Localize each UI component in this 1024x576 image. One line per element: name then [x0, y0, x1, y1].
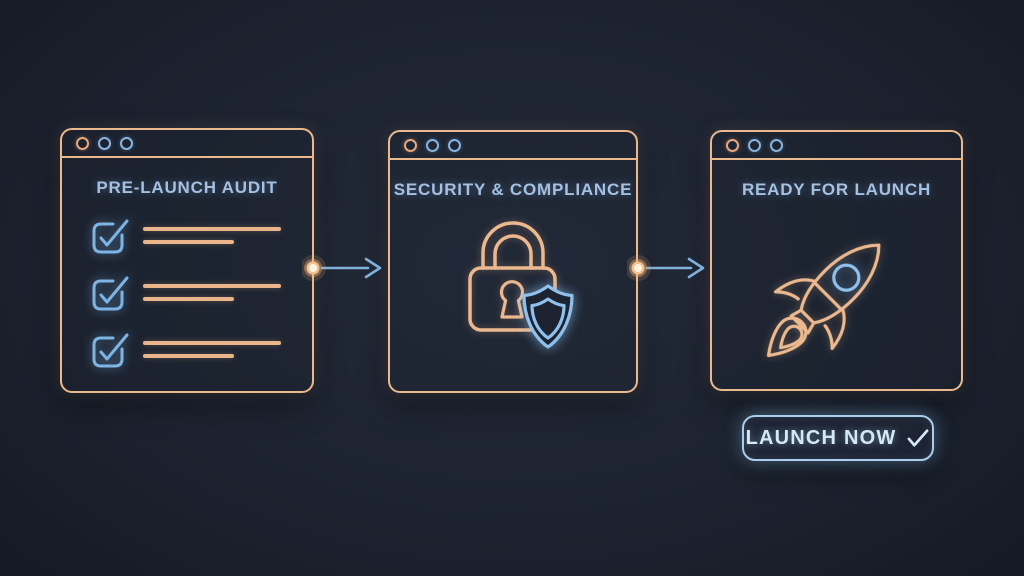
flow-connector-2	[627, 255, 705, 281]
checkbox-checked-icon	[92, 219, 129, 254]
window-control-dot-icon	[770, 138, 783, 152]
window-titlebar	[390, 132, 636, 160]
lock-shield-icon	[468, 221, 574, 349]
window-titlebar	[62, 130, 312, 158]
text-line-placeholder	[143, 240, 234, 244]
checkbox-checked-icon	[92, 333, 129, 368]
window-title: PRE-LAUNCH AUDIT	[96, 178, 278, 197]
window-control-dot-icon	[726, 138, 739, 152]
flame-inner-icon	[778, 324, 804, 350]
launch-now-label: LAUNCH NOW	[745, 426, 897, 449]
placeholder-text-lines	[143, 227, 281, 244]
rocket-window-icon	[832, 263, 861, 292]
connector-dot-icon	[302, 255, 326, 281]
window-security-compliance: SECURITY & COMPLIANCE	[388, 130, 638, 393]
text-line-placeholder	[143, 227, 281, 231]
checklist-item	[91, 275, 281, 311]
checklist-item	[91, 332, 281, 368]
shield-icon	[522, 284, 574, 349]
window-control-dot-icon	[76, 136, 89, 150]
window-control-dot-icon	[120, 136, 133, 150]
text-line-placeholder	[143, 297, 234, 301]
connector-dot-icon	[627, 255, 651, 281]
window-pre-launch-audit: PRE-LAUNCH AUDIT	[60, 128, 314, 393]
flow-connector-1	[302, 255, 382, 281]
window-ready-for-launch: READY FOR LAUNCH	[710, 130, 963, 391]
checklist	[91, 218, 281, 368]
placeholder-text-lines	[143, 341, 281, 358]
text-line-placeholder	[143, 354, 234, 358]
placeholder-text-lines	[143, 284, 281, 301]
text-line-placeholder	[143, 284, 281, 288]
window-titlebar	[712, 132, 961, 160]
arrow-head-icon	[364, 257, 382, 279]
window-control-dot-icon	[748, 138, 761, 152]
rocket-icon	[766, 243, 881, 358]
checkbox-checked-icon	[92, 276, 129, 311]
launch-now-button[interactable]: LAUNCH NOW	[742, 415, 934, 461]
checkmark-icon	[907, 429, 929, 447]
arrow-head-icon	[687, 257, 705, 279]
window-control-dot-icon	[98, 136, 111, 150]
flame-icon	[766, 316, 808, 358]
text-line-placeholder	[143, 341, 281, 345]
window-title: READY FOR LAUNCH	[741, 180, 932, 199]
window-control-dot-icon	[448, 138, 461, 152]
window-control-dot-icon	[426, 138, 439, 152]
window-control-dot-icon	[404, 138, 417, 152]
checklist-item	[91, 218, 281, 254]
window-title: SECURITY & COMPLIANCE	[393, 180, 633, 199]
